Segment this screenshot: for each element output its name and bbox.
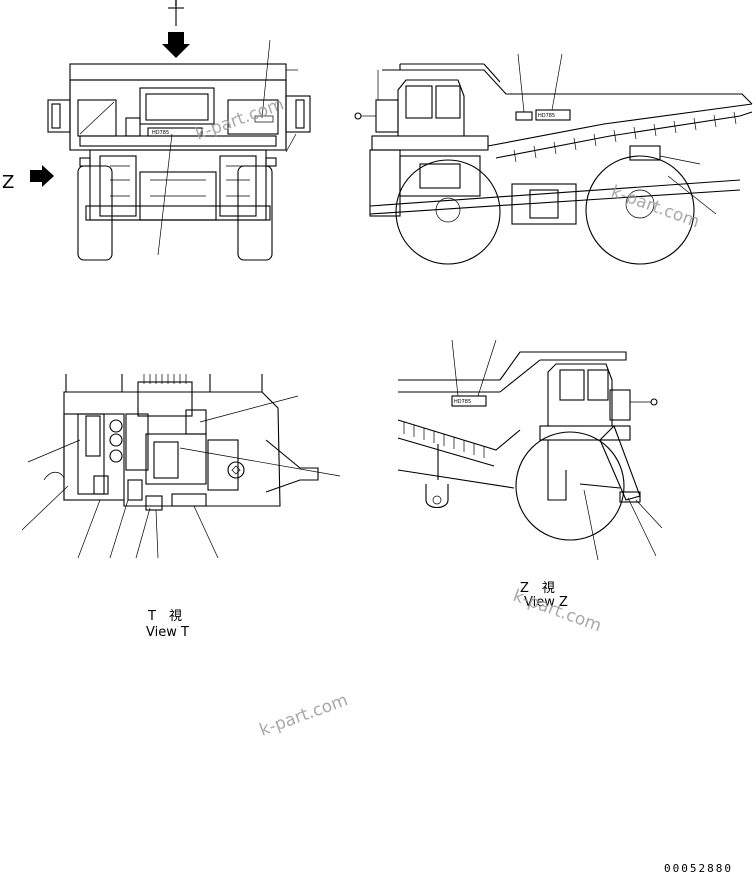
view-t-arrow-icon xyxy=(162,32,190,58)
view-z-drawing: HD785 Z 視 View Z xyxy=(397,339,663,610)
side-arrow-label: Z xyxy=(2,172,14,193)
svg-text:HD785: HD785 xyxy=(538,113,555,119)
side-view: HD785 xyxy=(354,53,753,265)
view-z-arrow-icon xyxy=(30,165,54,187)
svg-text:HD785: HD785 xyxy=(454,399,471,405)
view-z-caption-en: View Z xyxy=(524,595,568,610)
front-arrow-label: T xyxy=(171,0,180,10)
view-t-drawing: T 視 View T xyxy=(21,374,341,640)
document-number: 00052880 xyxy=(664,862,733,875)
front-view: T Z HD785 xyxy=(2,0,311,261)
view-z-caption-jp: Z 視 xyxy=(520,581,555,596)
view-t-caption-jp: T 視 xyxy=(147,609,182,624)
svg-text:HD785: HD785 xyxy=(152,130,169,136)
watermark: k-part.com xyxy=(608,182,702,232)
watermark: k-part.com xyxy=(510,586,604,636)
view-t-caption-en: View T xyxy=(146,625,189,640)
watermark: k-part.com xyxy=(257,690,351,740)
